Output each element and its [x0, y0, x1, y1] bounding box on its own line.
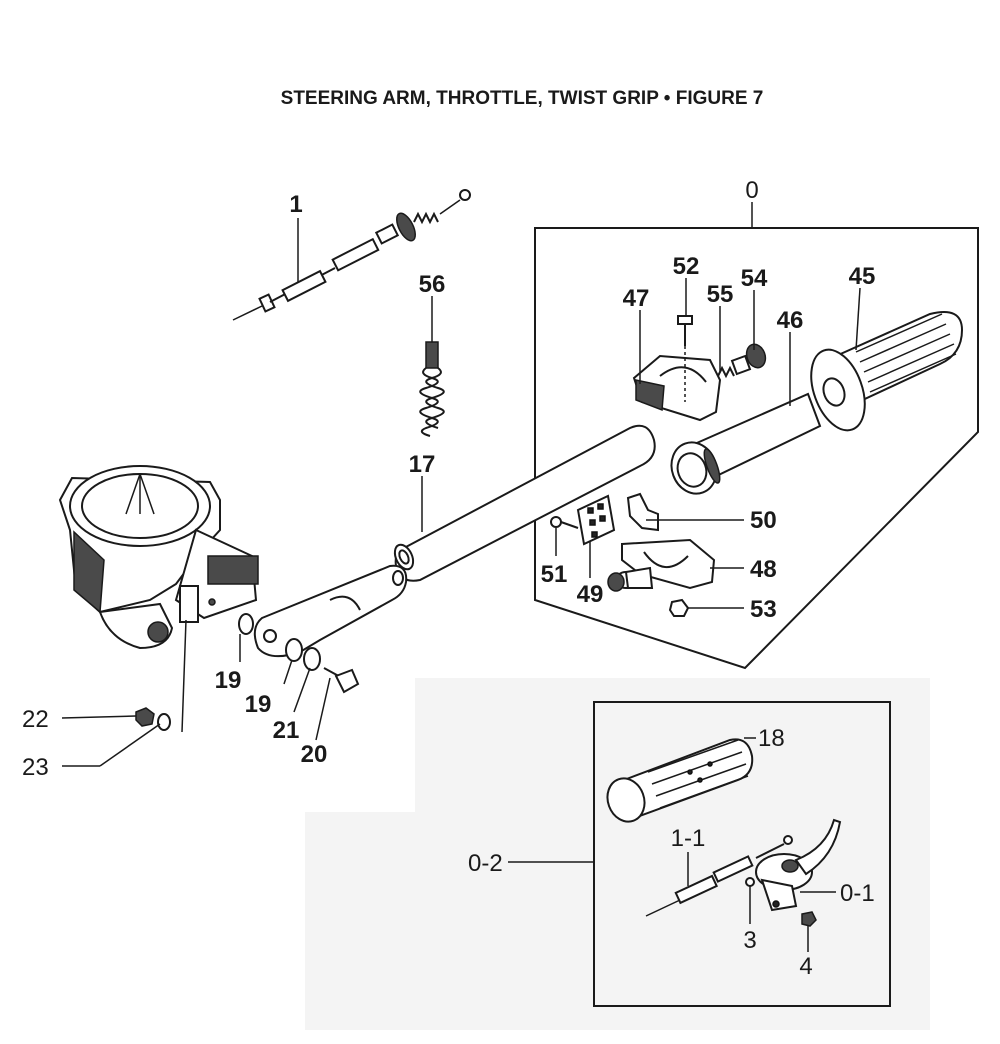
grip-45 — [810, 311, 964, 432]
throttle-cable — [232, 189, 471, 321]
screw-52 — [677, 315, 693, 402]
callout-19b: 19 — [245, 691, 272, 718]
callout-17: 17 — [409, 451, 436, 478]
callout-45: 45 — [849, 263, 876, 290]
callout-0-2: 0-2 — [468, 850, 503, 877]
throttle-lever-assembly — [645, 818, 842, 927]
nut-23 — [157, 713, 171, 731]
bracket-50 — [626, 492, 659, 532]
spring-clip — [419, 341, 445, 437]
callout-53: 53 — [750, 596, 777, 623]
callout-56: 56 — [419, 271, 446, 298]
steering-arm — [253, 564, 408, 658]
callout-48: 48 — [750, 556, 777, 583]
inset-0-2-frame — [593, 701, 891, 1007]
bolt-20 — [323, 667, 360, 694]
callout-55: 55 — [707, 281, 734, 308]
callout-49: 49 — [577, 581, 604, 608]
callout-18: 18 — [758, 725, 785, 752]
nut-4 — [801, 911, 817, 927]
callout-54: 54 — [741, 265, 768, 292]
callout-23: 23 — [22, 754, 49, 781]
nut-53 — [668, 598, 690, 617]
leader-lines — [61, 202, 861, 952]
callout-46: 46 — [777, 307, 804, 334]
callout-1-1: 1-1 — [671, 825, 706, 852]
callout-22: 22 — [22, 706, 49, 733]
callout-21: 21 — [273, 717, 300, 744]
adjuster-knob-54 — [730, 343, 767, 376]
assembly-0-frame — [534, 227, 979, 670]
clamp-upper-47 — [632, 354, 722, 422]
washer-21 — [303, 647, 321, 671]
callout-0-1: 0-1 — [840, 880, 875, 907]
nut-22 — [135, 707, 155, 727]
callout-47: 47 — [623, 285, 650, 312]
background-panel — [305, 678, 930, 1030]
screw-51 — [550, 516, 579, 529]
bolt-guide-line — [181, 619, 187, 733]
callout-4: 4 — [799, 953, 812, 980]
washer-19-lower — [285, 638, 303, 662]
callout-3: 3 — [743, 927, 756, 954]
throttle-housing — [58, 465, 259, 650]
callout-1: 1 — [289, 191, 302, 218]
figure-title: STEERING ARM, THROTTLE, TWIST GRIP • FIG… — [281, 88, 764, 109]
callout-20: 20 — [301, 741, 328, 768]
callout-19a: 19 — [215, 667, 242, 694]
callout-50: 50 — [750, 507, 777, 534]
callout-51: 51 — [541, 561, 568, 588]
grip-18 — [606, 738, 754, 823]
callout-52: 52 — [673, 253, 700, 280]
throttle-sleeve-46 — [670, 392, 822, 495]
plate-49 — [576, 494, 616, 546]
washer-19-upper — [238, 613, 254, 635]
clamp-lower-48 — [607, 538, 716, 592]
callout-0: 0 — [745, 177, 758, 204]
steering-tube — [393, 424, 656, 582]
